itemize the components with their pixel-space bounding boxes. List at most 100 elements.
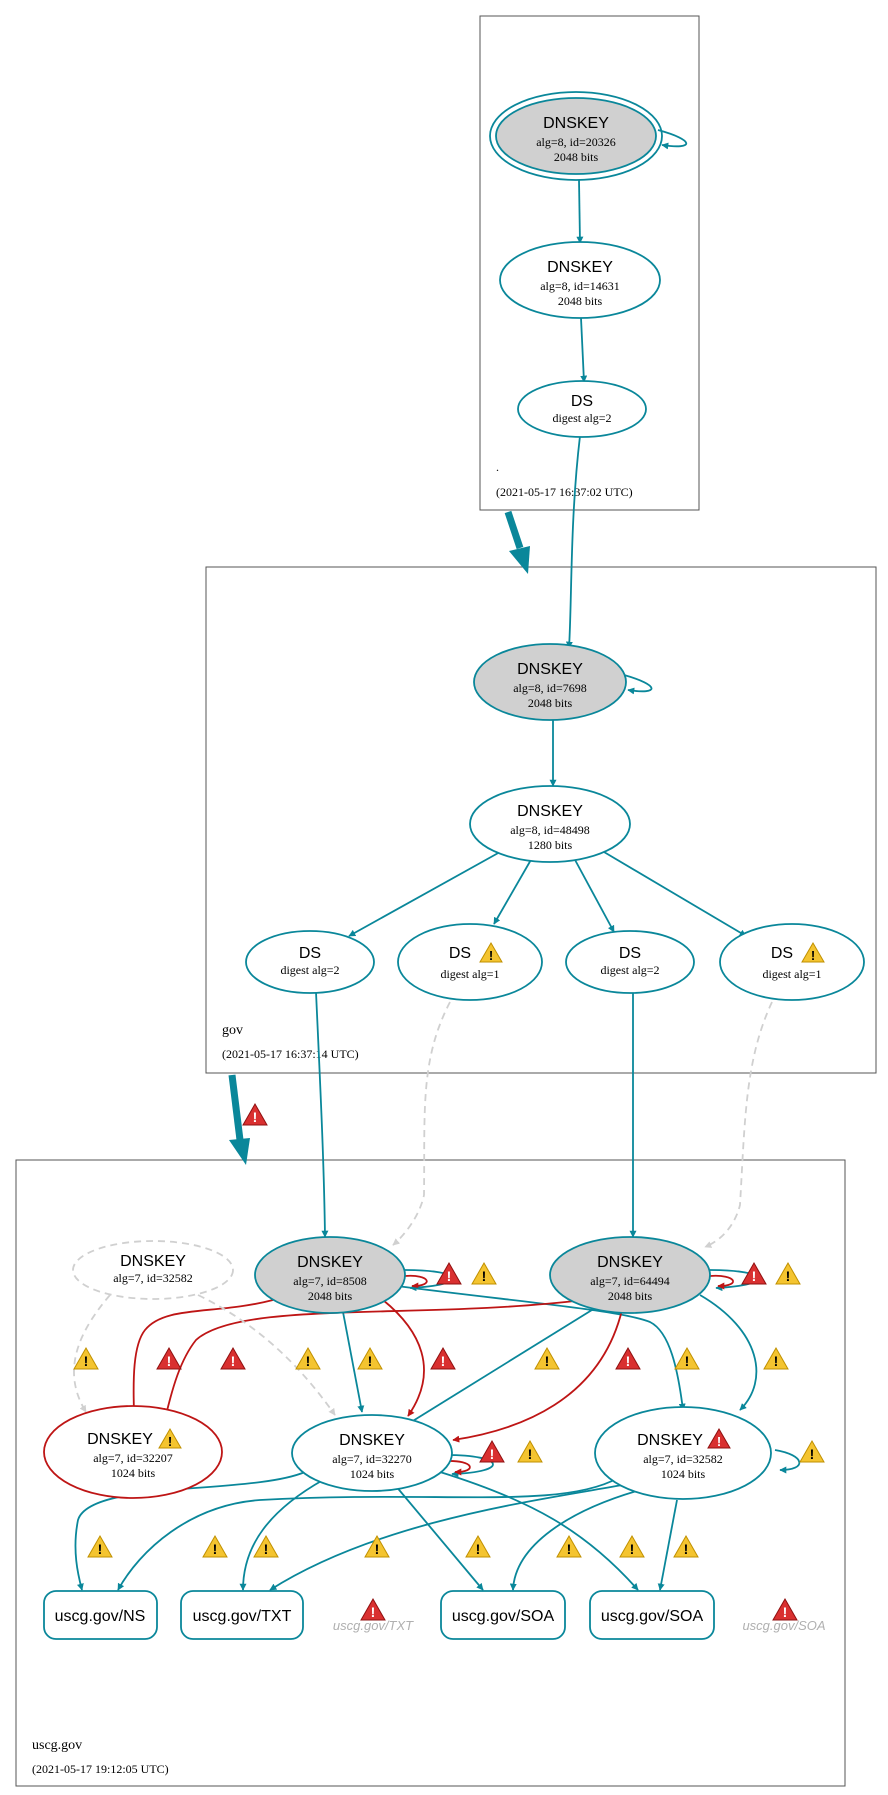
edge-gov-zsk-ds4 (603, 851, 747, 937)
record-label: uscg.gov/SOA (742, 1618, 825, 1633)
node-line1: digest alg=1 (440, 967, 499, 981)
edge-missing-k32270 (197, 1294, 336, 1416)
warning-icon: ! (479, 942, 503, 963)
edge-k8508-k32270-secure (342, 1311, 365, 1413)
node-uscg-k32582[interactable]: DNSKEY alg=7, id=32582 1024 bits ! (594, 1406, 772, 1500)
warning-icon: ! (295, 1346, 321, 1370)
warning-icon: ! (253, 1534, 279, 1558)
edge-gov-ds1-uscg (315, 991, 329, 1238)
zone-uscg-name: uscg.gov (32, 1738, 82, 1753)
node-line2: 2048 bits (528, 696, 573, 710)
edge-k8508-self-bogus (404, 1274, 428, 1290)
node-line1: alg=8, id=20326 (536, 135, 616, 149)
svg-text:!: ! (84, 1353, 89, 1369)
svg-text:!: ! (774, 1353, 779, 1369)
edge-k32270-self-bogus (445, 1460, 471, 1476)
node-line2: 2048 bits (558, 294, 603, 308)
node-title: DNSKEY (297, 1254, 363, 1271)
zone-gov: gov (2021-05-17 16:37:14 UTC) (205, 566, 877, 1074)
node-gov-ds4[interactable]: DS digest alg=1 ! (719, 923, 865, 1001)
svg-text:!: ! (783, 1604, 788, 1620)
record-soa-2[interactable]: uscg.gov/SOA (589, 1590, 715, 1640)
edge-k32582-soa2 (657, 1499, 678, 1591)
node-uscg-k32270[interactable]: DNSKEY alg=7, id=32270 1024 bits (291, 1414, 453, 1492)
node-line1: alg=8, id=48498 (510, 823, 590, 837)
warning-icon: ! (775, 1261, 801, 1285)
node-line1: alg=7, id=8508 (293, 1274, 367, 1288)
delegation-gov-uscg (228, 1074, 250, 1165)
node-root-ds[interactable]: DS digest alg=2 (517, 380, 647, 438)
record-txt-missing[interactable]: uscg.gov/TXT (333, 1618, 414, 1633)
node-title: DS (771, 945, 793, 962)
zone-gov-name: gov (222, 1023, 243, 1038)
zone-root: . (2021-05-17 16:37:02 UTC) (479, 15, 700, 511)
node-line1: digest alg=2 (552, 411, 611, 425)
warning-icon: ! (674, 1346, 700, 1370)
node-line2: 2048 bits (554, 150, 599, 164)
node-title: DS (299, 945, 321, 962)
error-icon: ! (242, 1102, 268, 1126)
svg-text:!: ! (490, 1446, 495, 1462)
node-gov-ds1[interactable]: DS digest alg=2 (245, 930, 375, 994)
svg-text:!: ! (626, 1353, 631, 1369)
node-title: DS (449, 945, 471, 962)
svg-text:!: ! (231, 1353, 236, 1369)
svg-text:!: ! (528, 1446, 533, 1462)
record-ns[interactable]: uscg.gov/NS (43, 1590, 158, 1640)
svg-text:!: ! (213, 1541, 218, 1557)
error-icon: ! (741, 1261, 767, 1285)
node-gov-ksk[interactable]: DNSKEY alg=8, id=7698 2048 bits (473, 643, 627, 721)
edge-k32582-txt (269, 1483, 629, 1591)
node-title: DNSKEY (87, 1431, 153, 1448)
node-root-zsk[interactable]: DNSKEY alg=8, id=14631 2048 bits (499, 241, 661, 319)
record-soa-missing[interactable]: uscg.gov/SOA (742, 1618, 825, 1633)
error-icon: ! (436, 1261, 462, 1285)
edge-k32270-txt (239, 1479, 324, 1591)
warning-icon: ! (465, 1534, 491, 1558)
zone-uscg: uscg.gov (2021-05-17 19:12:05 UTC) (15, 1159, 846, 1787)
edge-missing-k32207 (73, 1294, 111, 1413)
record-label: uscg.gov/TXT (333, 1618, 414, 1633)
edge-k32582-self (774, 1449, 801, 1474)
svg-text:!: ! (264, 1541, 269, 1557)
svg-text:!: ! (811, 948, 815, 963)
edge-k64494-k32582 (699, 1294, 758, 1411)
warning-icon: ! (364, 1534, 390, 1558)
node-title: DNSKEY (339, 1432, 405, 1449)
svg-text:!: ! (545, 1353, 550, 1369)
node-title: DS (619, 945, 641, 962)
edge-gov-zsk-ds3 (573, 857, 615, 933)
svg-text:!: ! (630, 1541, 635, 1557)
node-uscg-k32207[interactable]: DNSKEY alg=7, id=32207 1024 bits ! (43, 1405, 223, 1499)
node-uscg-k8508[interactable]: DNSKEY alg=7, id=8508 2048 bits (254, 1236, 406, 1314)
error-icon: ! (220, 1346, 246, 1370)
node-root-ksk[interactable]: DNSKEY alg=8, id=20326 2048 bits (489, 91, 663, 181)
record-soa-1[interactable]: uscg.gov/SOA (440, 1590, 566, 1640)
edge-k32270-soa2 (439, 1471, 639, 1591)
record-txt[interactable]: uscg.gov/TXT (180, 1590, 304, 1640)
node-gov-zsk[interactable]: DNSKEY alg=8, id=48498 1280 bits (469, 785, 631, 863)
node-title: DS (571, 393, 593, 410)
svg-text:!: ! (368, 1353, 373, 1369)
zone-gov-timestamp: (2021-05-17 16:37:14 UTC) (222, 1047, 359, 1061)
svg-text:!: ! (476, 1541, 481, 1557)
node-line2: 2048 bits (608, 1289, 653, 1303)
node-gov-ds2[interactable]: DS digest alg=1 ! (397, 923, 543, 1001)
node-gov-ds3[interactable]: DS digest alg=2 (565, 930, 695, 994)
svg-text:!: ! (167, 1353, 172, 1369)
svg-text:!: ! (375, 1541, 380, 1557)
node-title: DNSKEY (637, 1432, 703, 1449)
edge-root-zsk-ds (580, 317, 588, 383)
warning-icon: ! (763, 1346, 789, 1370)
node-uscg-missing-key[interactable]: DNSKEY alg=7, id=32582 (72, 1240, 234, 1300)
warning-icon: ! (202, 1534, 228, 1558)
node-title: DNSKEY (597, 1254, 663, 1271)
warning-icon: ! (471, 1261, 497, 1285)
warning-icon: ! (73, 1346, 99, 1370)
svg-text:!: ! (306, 1353, 311, 1369)
node-uscg-k64494[interactable]: DNSKEY alg=7, id=64494 2048 bits (549, 1236, 711, 1314)
edge-k32582-soa1 (509, 1489, 641, 1591)
svg-text:!: ! (717, 1434, 721, 1449)
edge-root-ds-gov-ksk (565, 435, 581, 649)
